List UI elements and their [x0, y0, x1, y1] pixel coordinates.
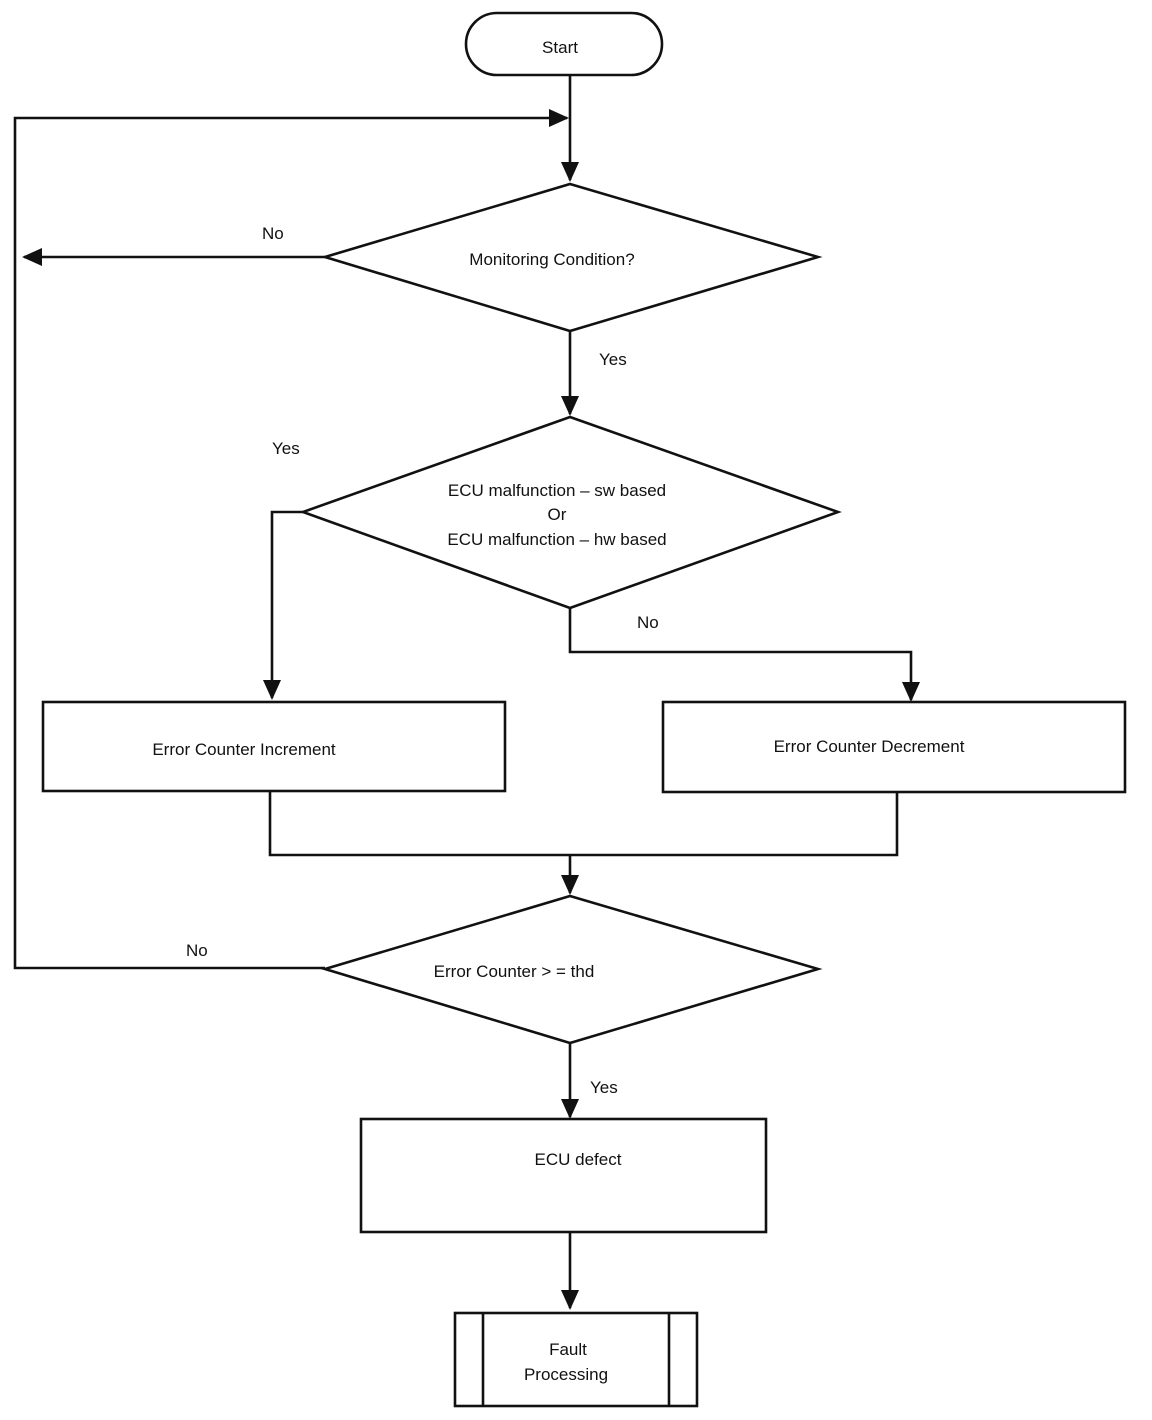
error-counter-increment-box: [41, 700, 507, 793]
malfunction-no-connector: [568, 608, 920, 702]
threshold-yes-label: Yes: [590, 1078, 618, 1097]
error-counter-threshold-label: Error Counter > = thd: [434, 962, 595, 981]
malfunction-yes-label: Yes: [272, 439, 300, 458]
ecu-malfunction-decision: [299, 415, 842, 610]
loop-back-connector: [13, 109, 569, 970]
start-terminator: [464, 11, 664, 77]
fault-processing-label-line1: Fault: [549, 1340, 587, 1359]
fault-processing-box: [453, 1311, 699, 1408]
malfunction-no-label: No: [637, 613, 659, 632]
ecu-malfunction-label-line1: ECU malfunction – sw based: [448, 481, 666, 500]
monitoring-no-label: No: [262, 224, 284, 243]
fault-processing-label-line2: Processing: [524, 1365, 608, 1384]
ecu-malfunction-label-line3: ECU malfunction – hw based: [447, 530, 666, 549]
ecu-malfunction-label-line2: Or: [548, 505, 567, 524]
start-label: Start: [542, 38, 578, 57]
ecu-defect-box: [359, 1117, 768, 1234]
error-counter-decrement-label: Error Counter Decrement: [774, 737, 965, 756]
error-counter-decrement-box: [661, 700, 1127, 794]
monitoring-condition-label: Monitoring Condition?: [469, 250, 634, 269]
ecu-defect-label: ECU defect: [535, 1150, 622, 1169]
merge-connector: [268, 791, 899, 857]
monitoring-yes-label: Yes: [599, 350, 627, 369]
threshold-no-label: No: [186, 941, 208, 960]
error-counter-increment-label: Error Counter Increment: [152, 740, 336, 759]
malfunction-yes-connector: [263, 510, 303, 700]
